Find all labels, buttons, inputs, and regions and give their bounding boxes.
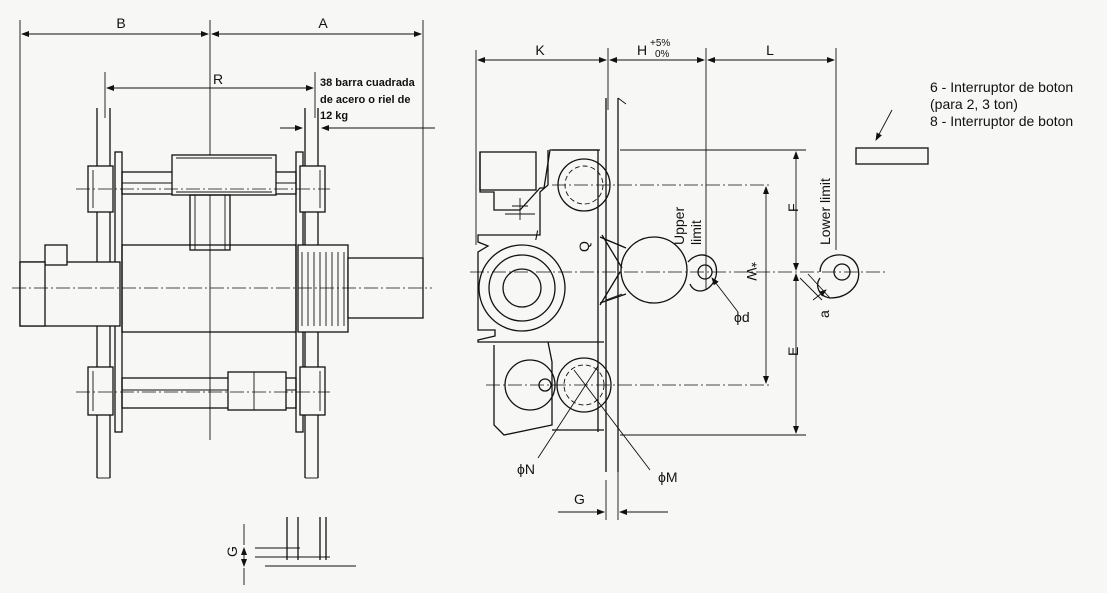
upper-limit-line1: Upper — [671, 207, 687, 245]
left-view: B A R 38 barra cuadrada de acero o riel … — [12, 15, 435, 585]
dim-k-label: K — [535, 42, 545, 58]
dim-h-label: H — [637, 42, 647, 58]
beam-note-line2: de acero o riel de — [320, 94, 410, 106]
dim-r-label: R — [213, 71, 223, 87]
push-button-pendant — [855, 147, 929, 165]
dim-b-label: B — [116, 15, 125, 31]
legend-line2: (para 2, 3 ton) — [930, 96, 1018, 112]
dim-l-label: L — [766, 42, 774, 58]
lower-limit-label: Lower limit — [817, 178, 833, 245]
dim-q-label: Q — [576, 241, 592, 252]
legend-line3: 8 - Interruptor de boton — [930, 113, 1073, 129]
beam-note-line1: 38 barra cuadrada — [320, 77, 416, 89]
dim-n-label: ϕN — [517, 461, 535, 477]
dim-h-tolerance-upper: +5% — [650, 38, 670, 49]
g-detail: G — [224, 517, 356, 585]
dim-e-label: E — [785, 347, 801, 356]
front-view: K H +5% 0% L l Q — [470, 38, 929, 520]
dim-g-front-label: G — [574, 491, 585, 507]
legend: 6 - Interruptor de boton (para 2, 3 ton)… — [930, 79, 1073, 129]
dim-d-label: ϕd — [734, 309, 750, 325]
dim-a-label: A — [318, 15, 328, 31]
dim-m-label: ϕM — [658, 469, 678, 485]
dim-h-tolerance-lower: 0% — [655, 49, 670, 60]
dim-l-lowercase-label: l — [535, 228, 539, 243]
dim-g-detail-label: G — [224, 546, 240, 557]
legend-line1: 6 - Interruptor de boton — [930, 79, 1073, 95]
dim-f-label: F — [785, 203, 801, 212]
upper-limit-line2: limit — [688, 220, 704, 245]
dim-w-label: *W — [744, 262, 760, 281]
beam-note-line3: 12 kg — [320, 110, 348, 122]
dim-a-lowercase-label: a — [816, 310, 832, 318]
drum-ribs — [301, 252, 345, 326]
